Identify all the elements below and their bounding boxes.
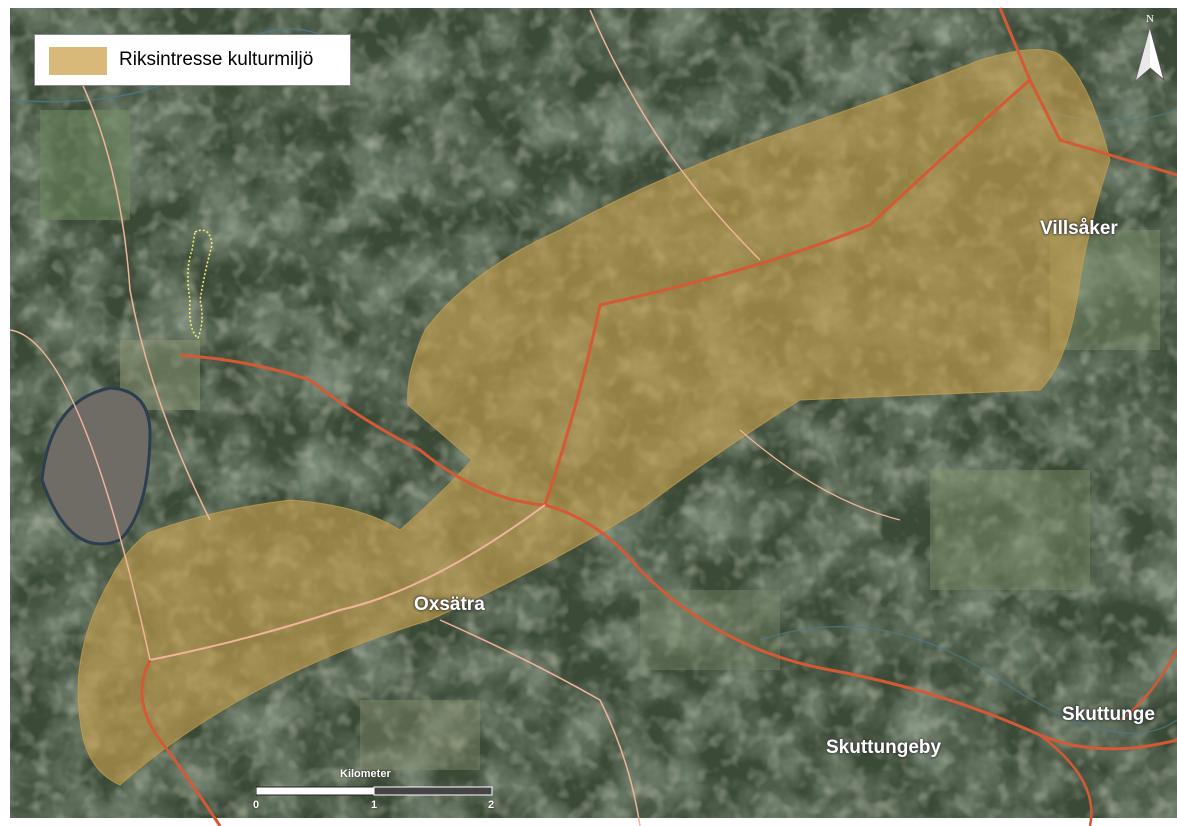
small-boundary [187,229,213,340]
place-label-oxsatra: Oxsätra [414,594,485,615]
scale-tick-0: 0 [253,799,260,811]
north-letter: N [1146,13,1154,25]
place-label-skuttungeby: Skuttungeby [826,737,942,758]
map-legend: Riksintresse kulturmiljö [34,34,351,86]
legend-label: Riksintresse kulturmiljö [119,49,314,70]
scale-bar-unit: Kilometer [340,768,391,780]
road-network [9,7,1177,826]
legend-swatch [49,47,107,75]
scale-bar [256,786,493,796]
place-label-skuttunge: Skuttunge [1062,704,1155,725]
scale-tick-2: 2 [488,799,495,811]
scale-tick-1: 1 [371,799,378,811]
place-label-villsaker: Villsåker [1040,218,1118,239]
lake [40,386,152,546]
north-arrow-icon [1135,26,1165,82]
